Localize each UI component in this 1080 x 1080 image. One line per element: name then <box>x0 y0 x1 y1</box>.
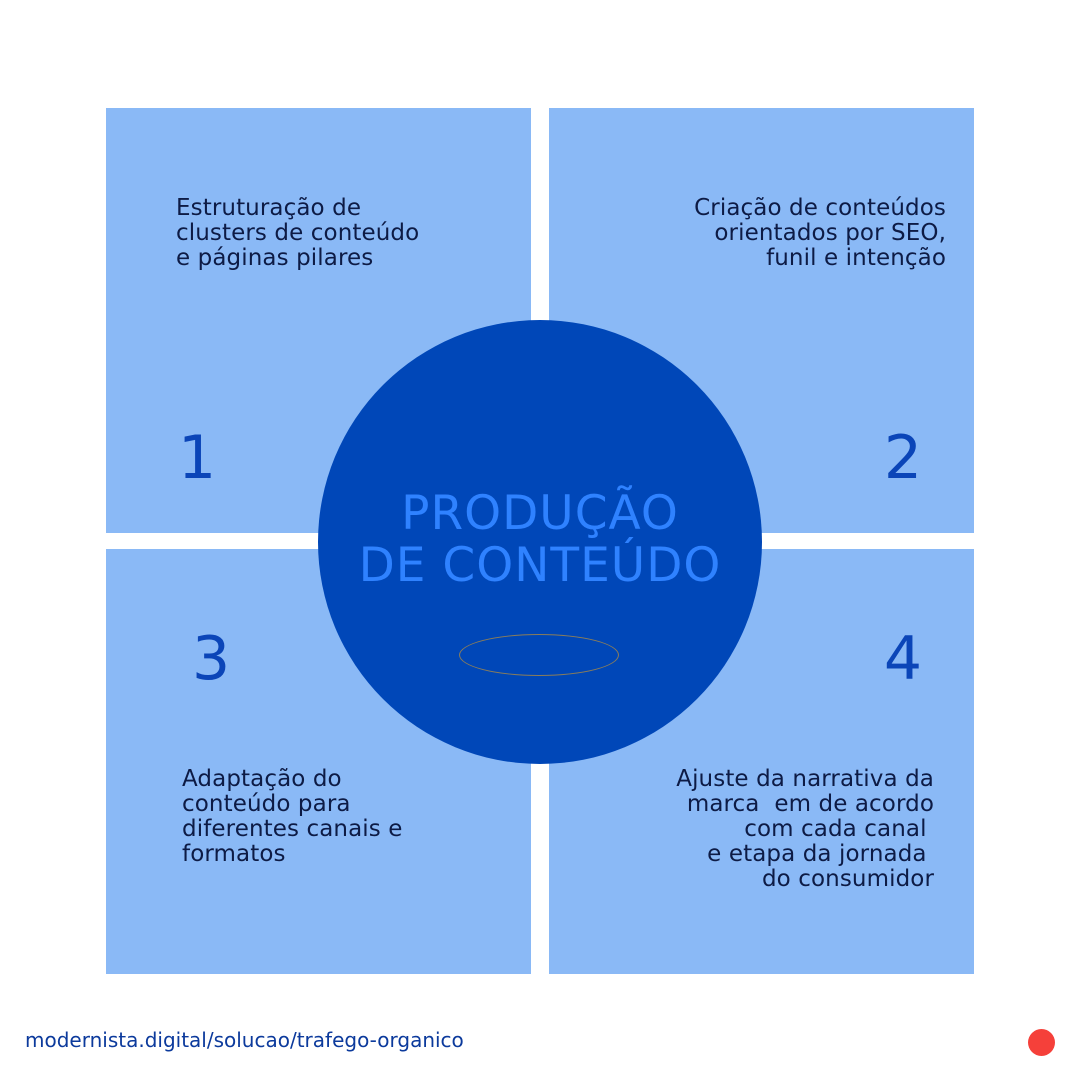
quadrant-1-number: 1 <box>178 423 217 493</box>
quadrant-2-number: 2 <box>883 423 922 493</box>
decorative-oval <box>459 634 619 676</box>
quadrant-1: Estruturação de clusters de conteúdo e p… <box>106 108 531 533</box>
red-dot-icon <box>1028 1029 1055 1056</box>
quadrant-4: 4 Ajuste da narrativa da marca em de aco… <box>549 549 974 974</box>
quadrant-2-text: Criação de conteúdos orientados por SEO,… <box>694 195 946 271</box>
quadrant-4-text: Ajuste da narrativa da marca em de acord… <box>676 766 934 892</box>
footer-url-link[interactable]: modernista.digital/solucao/trafego-organ… <box>25 1028 464 1052</box>
quadrant-4-number: 4 <box>883 624 922 694</box>
quadrant-3: 3 Adaptação do conteúdo para diferentes … <box>106 549 531 974</box>
center-title: PRODUÇÃO DE CONTEÚDO <box>358 486 722 593</box>
quadrant-3-number: 3 <box>192 624 231 694</box>
quadrant-1-text: Estruturação de clusters de conteúdo e p… <box>176 195 420 271</box>
center-circle: PRODUÇÃO DE CONTEÚDO <box>318 320 762 764</box>
quadrant-3-text: Adaptação do conteúdo para diferentes ca… <box>182 766 403 867</box>
